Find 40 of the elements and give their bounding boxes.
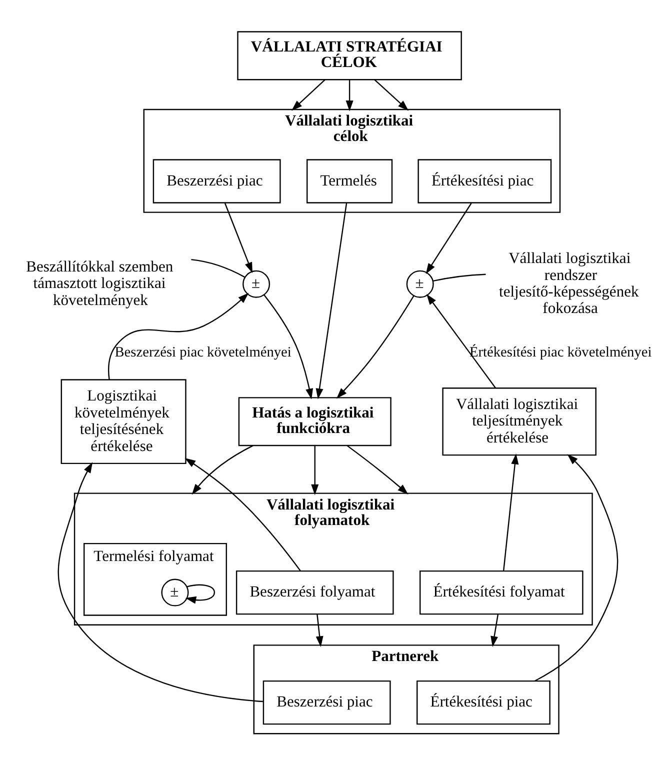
arrow	[316, 202, 348, 399]
node-box: VÁLLALATI STRATÉGIAI CÉLOK	[237, 30, 462, 80]
node-box: Beszerzési piac	[152, 158, 281, 203]
node-box: Termelés	[306, 158, 393, 203]
arrow	[185, 584, 216, 604]
node-box: Beszerzési folyamat	[236, 570, 394, 614]
arrow	[347, 444, 408, 494]
arrow	[292, 78, 326, 110]
node-box: Értékesítési folyamat	[420, 570, 584, 614]
node-box: Vállalati logisztikai teljesítmények értékelése	[442, 387, 596, 456]
connector	[433, 273, 486, 282]
node-text: Vállalati logisztikai rendszer teljesítő-képességének fokozása	[499, 250, 639, 317]
connector	[191, 258, 245, 278]
edge-label: Beszerzési piac követelményei	[114, 344, 292, 360]
arrow	[534, 454, 618, 681]
arrow	[58, 462, 263, 702]
node-box: Értékesítési piac	[418, 158, 552, 203]
arrow	[264, 294, 314, 399]
arrow	[503, 452, 519, 570]
node-box: Logisztikai követelmények teljesítésének értékelése	[60, 378, 186, 464]
node-box: Hatás a logisztikai funkciókra	[238, 396, 392, 446]
arrow	[224, 202, 252, 273]
edge-label: Értékesítési piac követelményei	[469, 344, 652, 360]
arrow	[346, 80, 354, 111]
arrow	[336, 295, 414, 398]
arrow	[192, 444, 254, 494]
node-box: Értékesítési piac	[416, 680, 550, 724]
arrow	[108, 292, 249, 380]
arrow	[311, 445, 319, 495]
arrow	[426, 202, 472, 274]
arrow	[426, 293, 496, 388]
node-box: Beszerzési piac	[262, 680, 391, 724]
node-circle: ±	[406, 270, 434, 298]
arrow	[490, 614, 499, 646]
arrow	[374, 78, 409, 110]
node-circle: ±	[161, 578, 189, 606]
node-text: Beszállítókkal szemben támasztott logisztikai követelmények	[26, 258, 174, 308]
node-circle: ±	[242, 270, 270, 298]
arrow	[184, 457, 301, 571]
arrow	[316, 614, 324, 646]
